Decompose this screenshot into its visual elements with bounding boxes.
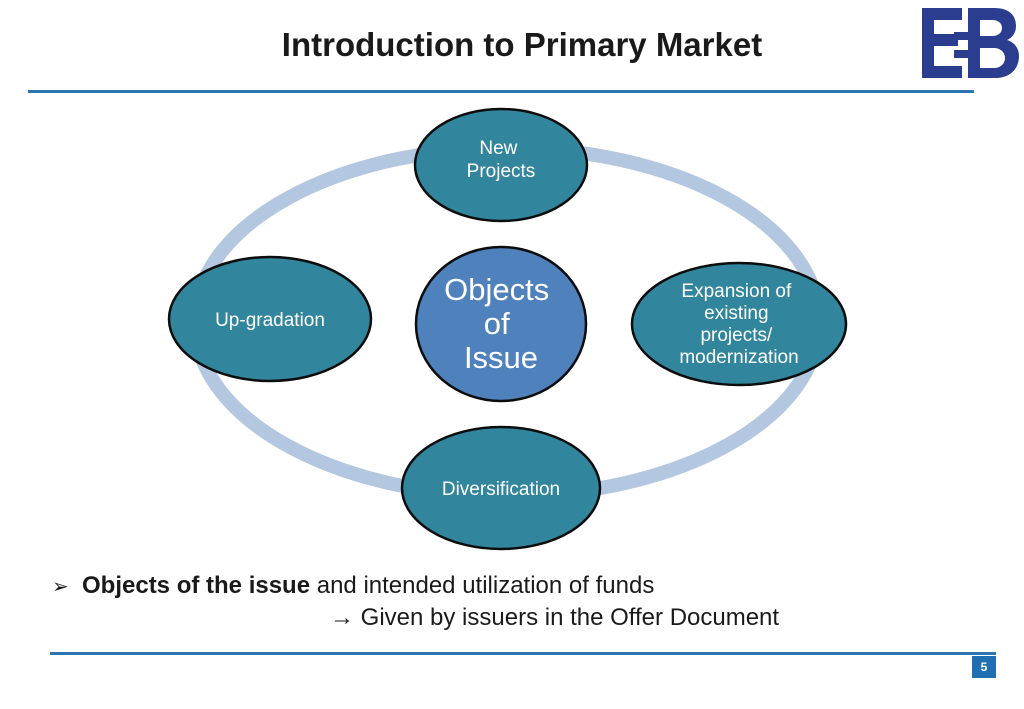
header-rule (28, 90, 974, 93)
offer-document-note: → Given by issuers in the Offer Document (330, 604, 779, 632)
svg-text:New Projects: New Projects (467, 138, 536, 182)
node-center-objects-of-issue: Objects of Issue (414, 245, 588, 403)
sebi-logo (916, 2, 1022, 84)
offer-document-text: Given by issuers in the Offer Document (354, 604, 780, 631)
node-expansion: Expansion of existing projects/ moderniz… (630, 261, 848, 387)
bullet-bold-text: Objects of the issue (82, 572, 311, 599)
slide-title: Introduction to Primary Market (281, 26, 763, 63)
right-arrow-icon: → (330, 604, 354, 631)
bullet-arrow-icon: ➢ (52, 576, 69, 598)
footer-rule (50, 652, 996, 655)
node-new-projects: New Projects (413, 107, 589, 223)
bullet-rest-text: and intended utilization of funds (310, 572, 655, 599)
svg-text:Up-gradation: Up-gradation (215, 310, 325, 331)
bullet-objects-of-issue: ➢ Objects of the issue and intended utili… (52, 572, 654, 600)
svg-text:Expansion of existing: Expansion of existing projects/ moderniz… (679, 281, 798, 368)
node-diversification: Diversification (400, 425, 602, 551)
svg-text:Objects of Issue: Objects of Issue (444, 272, 558, 375)
node-up-gradation: Up-gradation (167, 255, 373, 383)
page-number-badge: 5 (972, 656, 996, 678)
svg-text:Diversification: Diversification (442, 479, 560, 500)
